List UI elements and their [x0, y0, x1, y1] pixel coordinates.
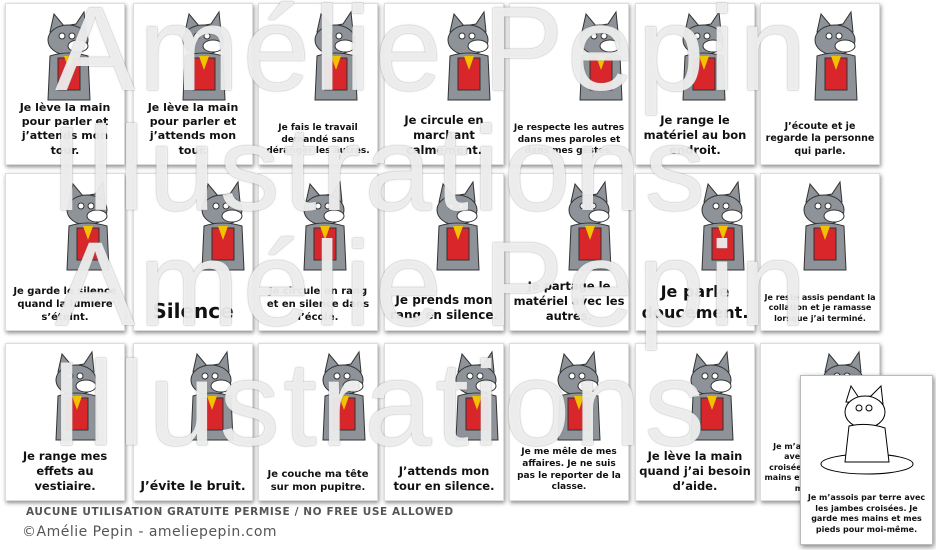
rule-card: Je me mêle de mes affaires. Je ne suis p… [509, 343, 629, 501]
rule-card: J’attends mon tour en silence. [384, 343, 504, 501]
wolf-illustration [568, 180, 612, 271]
card-caption: Silence [152, 299, 234, 323]
rule-card: Je lève la main quand j’ai besoin d’aide… [635, 343, 755, 501]
card-caption: Je partage le matériel avec les autres. [513, 279, 625, 324]
card-caption: Je lève la main quand j’ai besoin d’aide… [639, 449, 751, 494]
card-caption: Je range mes effets au vestiaire. [22, 449, 108, 494]
rule-card: J’évite le bruit. [133, 343, 253, 501]
card-caption: Je lève la main pour parler et j’attends… [19, 100, 111, 157]
rule-card: Silence [133, 173, 253, 331]
card-caption: Je garde le silence quand la lumière s’é… [13, 286, 117, 323]
rule-card: Je range mes effets au vestiaire. [5, 343, 125, 501]
wolf-illustration [322, 350, 366, 441]
card-caption: Je range le matériel au bon endroit. [643, 113, 747, 158]
wolf-illustration [436, 180, 480, 271]
rule-card: Je reste assis pendant la collation et j… [760, 173, 880, 331]
wolf-illustration [201, 180, 245, 271]
rule-card: Je respecte les autres dans mes paroles … [509, 3, 629, 165]
card-caption: Je circule en rang et en silence dans l’… [266, 286, 370, 323]
card-caption: Je parle doucement. [641, 282, 749, 323]
copyright-link[interactable]: ©Amélie Pepin - ameliepepin.com [22, 524, 278, 540]
card-caption: Je lève la main pour parler et j’attends… [147, 100, 239, 157]
wolf-illustration [447, 10, 491, 101]
card-caption: J’écoute et je regarde la personne qui p… [765, 120, 875, 157]
usage-notice: AUCUNE UTILISATION GRATUITE PERMISE / NO… [26, 506, 454, 518]
wolf-illustration [814, 10, 858, 101]
wolf-illustration [690, 350, 734, 441]
rule-card: Je circule en marchant calmement. [384, 3, 504, 165]
wolf-illustration [47, 10, 91, 101]
wolf-illustration [701, 180, 745, 271]
wolf-illustration [55, 350, 99, 441]
rule-card: Je garde le silence quand la lumière s’é… [5, 173, 125, 331]
wolf-illustration [190, 350, 234, 441]
wolf-illustration [557, 350, 601, 441]
rule-card: Je prends mon rang en silence. [384, 173, 504, 331]
card-caption: Je couche ma tête sur mon pupitre. [267, 469, 369, 493]
rule-card: Je lève la main pour parler et j’attends… [5, 3, 125, 165]
rule-card: Je range le matériel au bon endroit. [635, 3, 755, 165]
wolf-illustration [579, 10, 623, 101]
rule-card: Je circule en rang et en silence dans l’… [258, 173, 378, 331]
card-caption: Je fais le travail demandé sans déranger… [266, 122, 370, 157]
card-caption: Je m’assois par terre avec les jambes cr… [807, 492, 926, 535]
wolf-illustration [182, 10, 226, 101]
card-caption: J’évite le bruit. [140, 477, 246, 493]
wolf-illustration [66, 180, 110, 271]
card-caption: Je me mêle de mes affaires. Je ne suis p… [517, 447, 621, 493]
rule-card: Je lève la main pour parler et j’attends… [133, 3, 253, 165]
wolf-illustration [314, 10, 358, 101]
card-caption: Je reste assis pendant la collation et j… [764, 292, 876, 323]
card-caption: Je respecte les autres dans mes paroles … [513, 122, 625, 157]
rule-card: Je parle doucement. [635, 173, 755, 331]
rule-card: Je partage le matériel avec les autres. [509, 173, 629, 331]
rule-card: Je fais le travail demandé sans déranger… [258, 3, 378, 165]
card-caption: Je prends mon rang en silence. [389, 292, 499, 323]
card-caption: Je circule en marchant calmement. [404, 113, 484, 158]
rule-card: Je couche ma tête sur mon pupitre. [258, 343, 378, 501]
coloring-card: Je m’assois par terre avec les jambes cr… [800, 375, 933, 545]
wolf-illustration [455, 350, 499, 441]
wolf-illustration [303, 180, 347, 271]
wolf-outline-illustration [820, 384, 914, 475]
wolf-illustration [682, 10, 726, 101]
rule-card: J’écoute et je regarde la personne qui p… [760, 3, 880, 165]
card-caption: J’attends mon tour en silence. [393, 464, 495, 494]
wolf-illustration [803, 180, 847, 271]
